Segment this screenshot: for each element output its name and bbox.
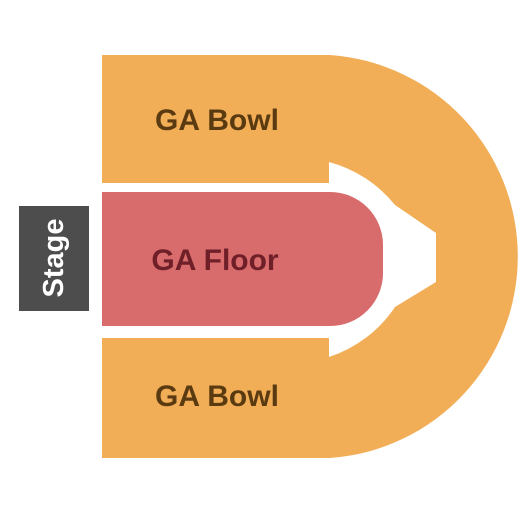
stage-label: Stage xyxy=(38,219,70,298)
ga-bowl-upper-label: GA Bowl xyxy=(155,104,279,137)
ga-floor-section[interactable] xyxy=(102,192,383,326)
stage-block xyxy=(19,206,89,311)
ga-bowl-section[interactable] xyxy=(102,55,518,458)
ga-floor-label: GA Floor xyxy=(151,244,279,277)
ga-bowl-lower-label: GA Bowl xyxy=(155,380,279,413)
